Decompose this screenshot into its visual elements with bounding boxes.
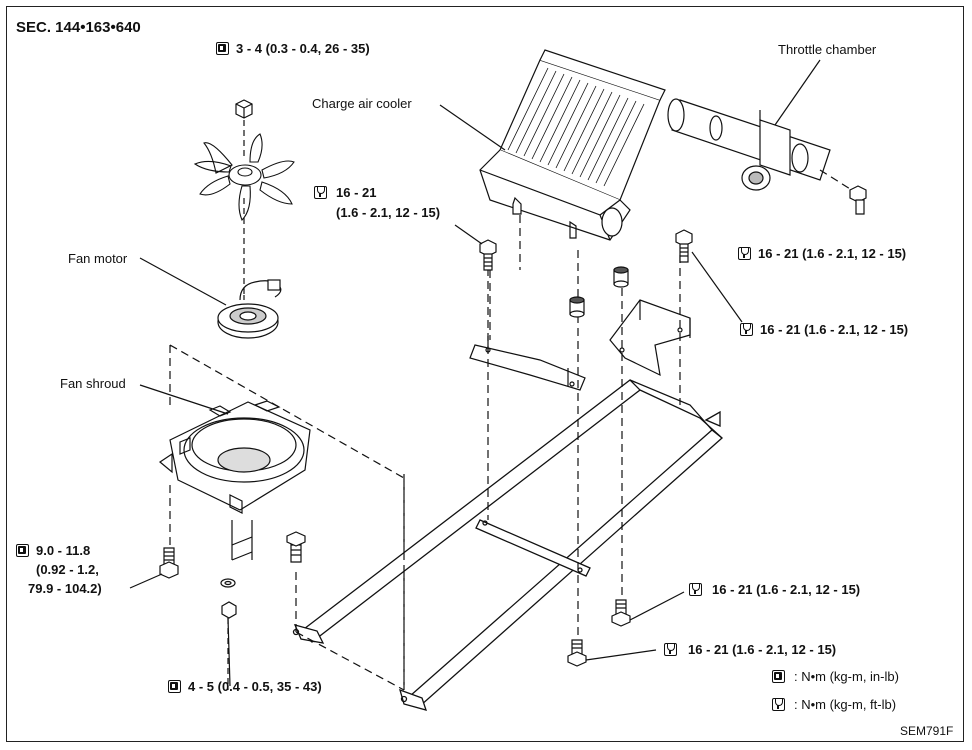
legend-ft-lb-text: : N•m (kg-m, ft-lb) — [794, 697, 897, 712]
leader-fan-motor — [139, 257, 227, 306]
cooler-bolt-right-top-torque-spec: 16 - 21 (1.6 - 2.1, 12 - 15) — [758, 246, 907, 261]
figure-code: SEM791F — [900, 724, 954, 738]
fan-blade-part — [193, 133, 295, 221]
legend-in-lb-text: : N•m (kg-m, in-lb) — [794, 669, 899, 684]
fan-shroud-label: Fan shroud — [60, 376, 126, 391]
fan-nut-part — [235, 99, 253, 119]
fan-motor-label: Fan motor — [68, 251, 128, 266]
torque-wrench-in-lb-icon — [168, 680, 181, 693]
shroud-bolt-torque-spec-line3: 79.9 - 104.2) — [28, 581, 102, 596]
cooler-bolt-right-mid-torque-spec: 16 - 21 (1.6 - 2.1, 12 - 15) — [760, 322, 909, 337]
washer-part — [220, 578, 236, 588]
throttle-chamber-label: Throttle chamber — [778, 42, 877, 57]
mounting-frame-part — [292, 379, 724, 711]
throttle-chamber-part — [667, 98, 831, 191]
section-title: SEC. 144•163•640 — [16, 19, 141, 36]
frame-bolt-right-upper-part — [611, 599, 631, 627]
torque-wrench-ft-lb-icon — [664, 643, 677, 656]
shroud-nut-part — [221, 601, 237, 619]
charge-air-cooler-label: Charge air cooler — [312, 96, 412, 111]
diagram-frame — [6, 6, 964, 742]
frame-bolt-left-part — [286, 531, 306, 563]
insulator-upper-part — [613, 266, 629, 288]
bracket-left-part — [469, 336, 586, 391]
cooler-bolt-left-part — [479, 239, 497, 271]
insulator-lower-part — [569, 296, 585, 318]
torque-wrench-in-lb-icon — [16, 544, 29, 557]
legend-ft-lb-icon — [772, 698, 785, 711]
charge-air-cooler-part — [479, 49, 666, 241]
fan-shroud-part — [158, 400, 311, 514]
torque-wrench-ft-lb-icon — [738, 247, 751, 260]
cooler-bolt-left-torque-spec-line1: 16 - 21 — [336, 185, 377, 200]
torque-wrench-ft-lb-icon — [689, 583, 702, 596]
shroud-bolt-torque-spec-line1: 9.0 - 11.8 — [36, 543, 91, 558]
frame-bolt-upper-torque-spec: 16 - 21 (1.6 - 2.1, 12 - 15) — [712, 582, 861, 597]
throttle-bolt-part — [849, 185, 867, 215]
shroud-bolt-part — [159, 547, 179, 579]
fan-motor-part — [217, 279, 282, 339]
bracket-right-part — [609, 299, 691, 377]
cooler-bolt-right-part — [675, 229, 693, 263]
torque-wrench-in-lb-icon — [216, 42, 229, 55]
shroud-nut-torque-spec: 4 - 5 (0.4 - 0.5, 35 - 43) — [188, 679, 322, 694]
shroud-bolt-torque-spec-line2: (0.92 - 1.2, — [36, 562, 99, 577]
cooler-bolt-left-torque-spec-line2: (1.6 - 2.1, 12 - 15) — [336, 205, 441, 220]
frame-bolt-right-lower-part — [567, 639, 587, 667]
legend-in-lb-icon — [772, 670, 785, 683]
torque-wrench-ft-lb-icon — [740, 323, 753, 336]
torque-wrench-ft-lb-icon — [314, 186, 327, 199]
frame-bolt-lower-torque-spec: 16 - 21 (1.6 - 2.1, 12 - 15) — [688, 642, 837, 657]
fan-nut-torque-spec: 3 - 4 (0.3 - 0.4, 26 - 35) — [236, 41, 370, 56]
